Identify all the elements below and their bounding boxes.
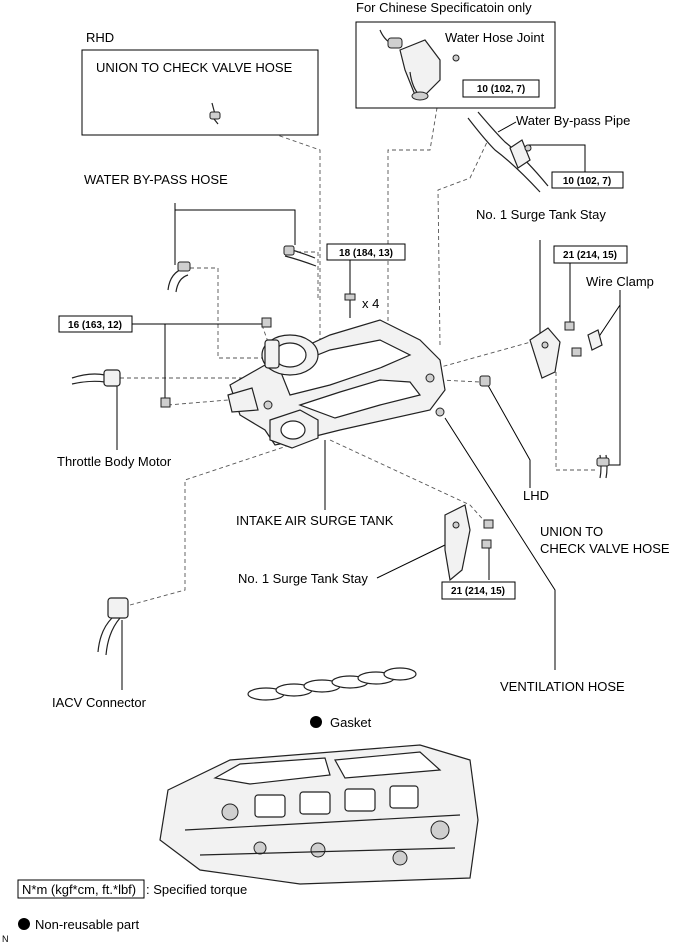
rhd-inset bbox=[81, 49, 319, 136]
throttle-body-nut-upper bbox=[261, 317, 272, 328]
water-bypass-pipe-part bbox=[467, 111, 549, 193]
label-ventilation-hose: VENTILATION HOSE bbox=[500, 679, 625, 694]
throttle-body-motor-connector bbox=[71, 369, 121, 387]
water-hose-joint-part bbox=[379, 29, 460, 101]
label-union-check-valve-hose-lhd-line2: CHECK VALVE HOSE bbox=[540, 541, 670, 556]
engine-block-illustration bbox=[159, 744, 479, 885]
label-iacv-connector: IACV Connector bbox=[52, 695, 147, 710]
intake-air-surge-tank-part bbox=[227, 319, 446, 449]
label-bolt-quantity: x 4 bbox=[362, 296, 379, 311]
label-union-check-valve-hose-lhd-line1: UNION TO bbox=[540, 524, 603, 539]
wire-clamp-part bbox=[587, 329, 603, 351]
label-no1-surge-tank-stay-upper: No. 1 Surge Tank Stay bbox=[476, 207, 606, 222]
surge-tank-bolt bbox=[344, 293, 356, 318]
corner-mark: N bbox=[2, 934, 9, 944]
svg-text:21 (214, 15): 21 (214, 15) bbox=[451, 586, 505, 597]
svg-text:18 (184, 13): 18 (184, 13) bbox=[339, 248, 393, 259]
svg-text:16 (163, 12): 16 (163, 12) bbox=[68, 320, 122, 331]
legend-nonreusable-part: Non-reusable part bbox=[18, 917, 139, 932]
legend-torque-box-text: N*m (kgf*cm, ft.*lbf) bbox=[22, 882, 136, 897]
rhd-inset-frame bbox=[81, 49, 319, 136]
no1-surge-tank-stay-upper-part bbox=[529, 321, 582, 379]
legend-torque-desc: : Specified torque bbox=[146, 882, 247, 897]
svg-text:21 (214, 15): 21 (214, 15) bbox=[563, 250, 617, 261]
label-intake-air-surge-tank: INTAKE AIR SURGE TANK bbox=[236, 513, 394, 528]
chinese-spec-inset bbox=[355, 21, 556, 109]
legend-nonreusable-text: Non-reusable part bbox=[35, 917, 139, 932]
torque-spec-throttle-body: 16 (163, 12) bbox=[58, 315, 133, 333]
union-check-valve-hose-lhd-part bbox=[479, 375, 610, 479]
torque-spec-stay-upper: 21 (214, 15) bbox=[553, 245, 628, 264]
legend-torque-box bbox=[17, 879, 145, 899]
torque-spec-surge-tank-bolts: 18 (184, 13) bbox=[326, 243, 406, 261]
label-water-hose-joint: Water Hose Joint bbox=[445, 30, 545, 45]
legend-specified-torque: N*m (kgf*cm, ft.*lbf) : Specified torque bbox=[17, 879, 247, 899]
gasket-part bbox=[247, 667, 417, 701]
label-wire-clamp: Wire Clamp bbox=[586, 274, 654, 289]
label-water-bypass-pipe: Water By-pass Pipe bbox=[516, 113, 630, 128]
label-union-check-valve-hose-rhd: UNION TO CHECK VALVE HOSE bbox=[96, 60, 293, 75]
torque-spec-water-bypass-pipe: 10 (102, 7) bbox=[551, 171, 624, 189]
iacv-connector-part bbox=[97, 597, 129, 656]
label-throttle-body-motor: Throttle Body Motor bbox=[57, 454, 172, 469]
union-check-valve-hose-fitting-rhd bbox=[209, 102, 221, 125]
label-chinese-spec-only: For Chinese Specificatoin only bbox=[356, 0, 532, 15]
label-lhd: LHD bbox=[523, 488, 549, 503]
label-no1-surge-tank-stay-lower: No. 1 Surge Tank Stay bbox=[238, 571, 368, 586]
svg-text:10 (102, 7): 10 (102, 7) bbox=[563, 176, 611, 187]
torque-spec-stay-lower: 21 (214, 15) bbox=[441, 581, 516, 600]
torque-spec-water-hose-joint: 10 (102, 7) bbox=[462, 79, 540, 98]
water-bypass-hose-part bbox=[167, 245, 317, 293]
svg-text:10 (102, 7): 10 (102, 7) bbox=[477, 84, 525, 95]
assembly-dashed-lines bbox=[120, 89, 598, 606]
label-gasket: Gasket bbox=[330, 715, 372, 730]
label-rhd: RHD bbox=[86, 30, 114, 45]
nonreusable-dot-icon bbox=[18, 918, 30, 930]
no1-surge-tank-stay-lower-part bbox=[444, 504, 494, 582]
label-water-bypass-hose: WATER BY-PASS HOSE bbox=[84, 172, 228, 187]
throttle-body-nut-lower bbox=[160, 397, 171, 408]
gasket-nonreusable-mark bbox=[310, 716, 322, 728]
